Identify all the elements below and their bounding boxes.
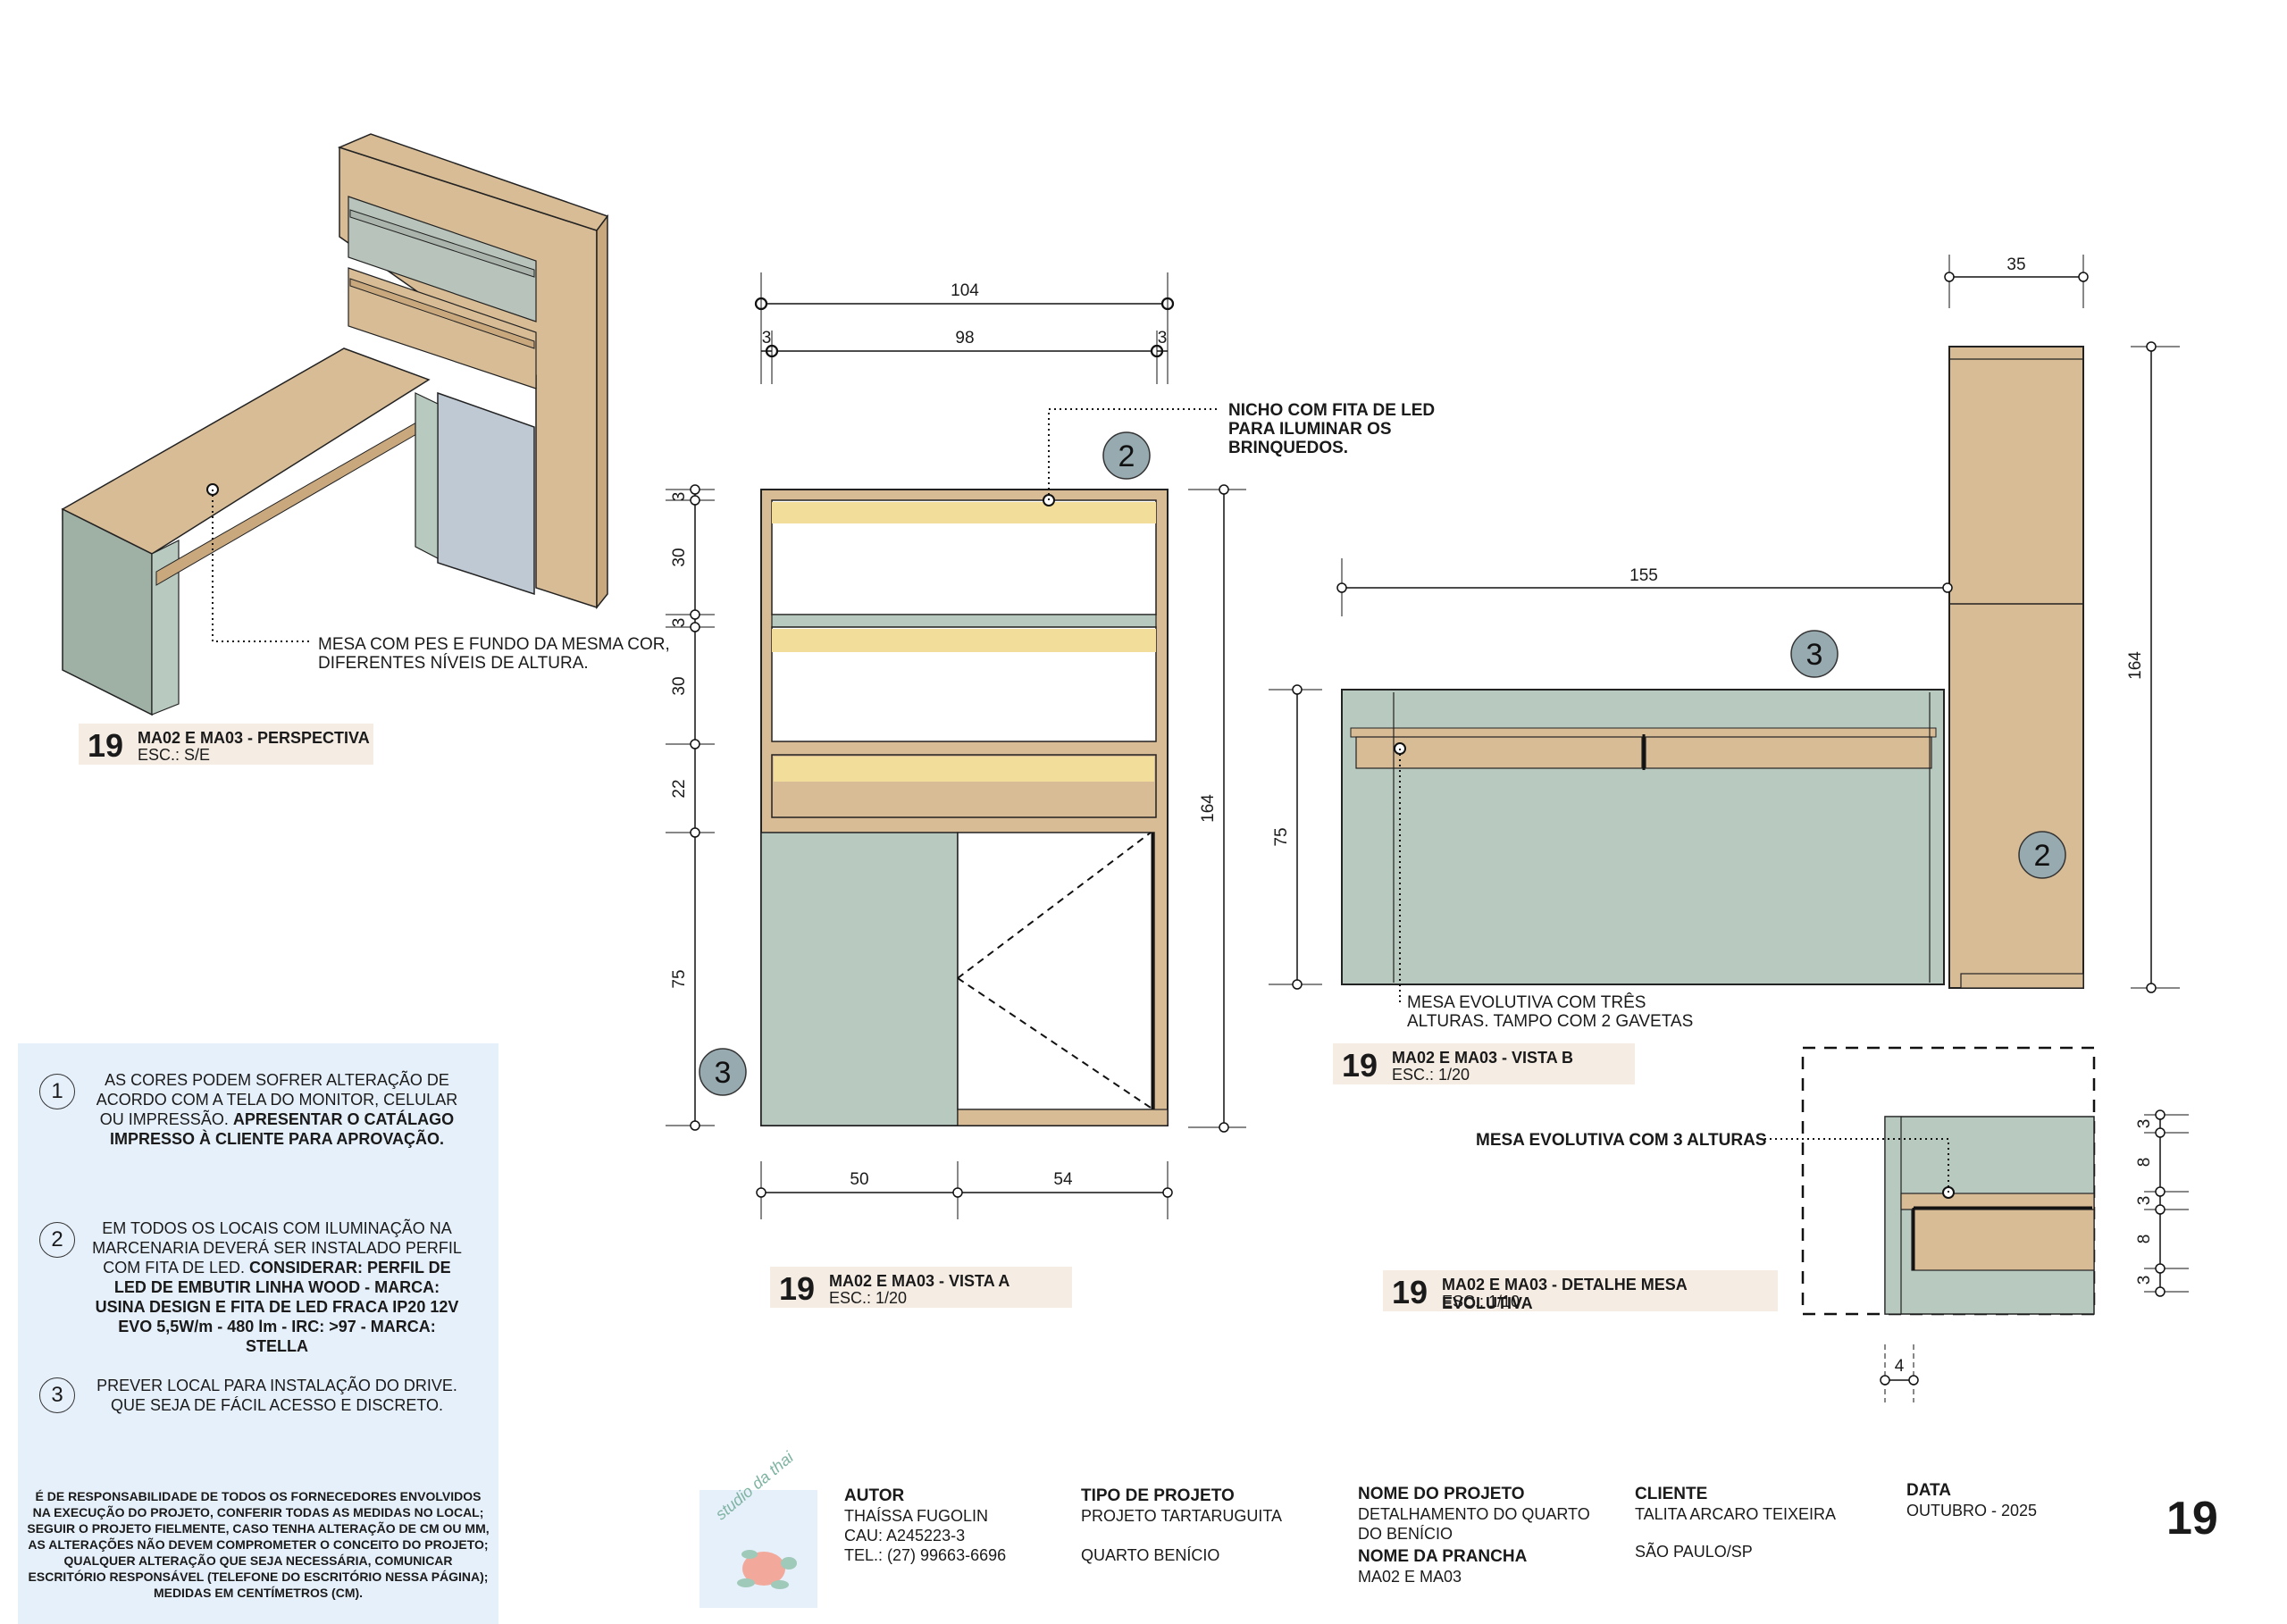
autor-label: AUTOR [844,1486,905,1505]
note-text-3: PREVER LOCAL PARA INSTALAÇÃO DO DRIVE. Q… [89,1376,465,1415]
title-block-data: DATA OUTUBRO - 2025 [1906,1481,2037,1520]
perspective-tag: 19 MA02 E MA03 - PERSPECTIVA ESC.: S/E [79,724,373,765]
vista-a-callout-3: 3 [715,1056,732,1090]
vista-a-dim-3-mid: 3 [670,618,689,628]
vista-b-dim-35: 35 [2006,255,2025,274]
cliente-name: TALITA ARCARO TEIXEIRA [1635,1505,1837,1523]
vista-b-dim-155: 155 [1629,566,1658,585]
detalhe-dim-4: 8 [2135,1235,2154,1244]
perspective-tag-scale: ESC.: S/E [138,746,211,764]
detalhe-tag: 19 MA02 E MA03 - DETALHE MESA EVOLUTIVA … [1383,1270,1778,1312]
vista-b-dim-164: 164 [2126,651,2145,680]
vista-a-dim-30-b: 30 [670,676,689,695]
vista-b: 155 35 164 75 MESA EVOLUTIVA COM TRÊS AL… [1269,255,2180,1031]
perspective-tag-title: MA02 E MA03 - PERSPECTIVA [138,729,370,747]
studio-logo: studio da thai [700,1448,817,1608]
vista-a-dim-75: 75 [670,969,689,988]
cliente-city: SÃO PAULO/SP [1635,1543,1753,1561]
responsibility-text: É DE RESPONSABILIDADE DE TODOS OS FORNEC… [27,1489,490,1600]
note-text-3-plain: PREVER LOCAL PARA INSTALAÇÃO DO DRIVE. Q… [96,1377,457,1414]
nome-label: NOME DO PROJETO [1358,1485,1525,1503]
note-number-1: 1 [39,1074,75,1109]
vista-a-tag-scale: ESC.: 1/20 [829,1289,908,1307]
vista-a-dim-22: 22 [670,779,689,798]
autor-cau: CAU: A245223-3 [844,1527,966,1544]
vista-a-dim-3-left: 3 [762,329,772,347]
vista-b-callout-3: 3 [1806,638,1823,672]
tipo-1: PROJETO TARTARUGUITA [1081,1507,1283,1525]
vista-b-note-line2: ALTURAS. TAMPO COM 2 GAVETAS [1407,1012,1693,1031]
note-number-3: 3 [39,1377,75,1413]
vista-b-tag-number: 19 [1342,1047,1378,1084]
vista-b-tag-scale: ESC.: 1/20 [1392,1066,1470,1084]
note-text-1-bold: APRESENTAR O CATÁLAGO IMPRESSO À CLIENTE… [109,1110,455,1148]
vista-a-dim-98: 98 [955,329,974,347]
vista-a-dim-30-a: 30 [670,548,689,566]
vista-a-tag-number: 19 [779,1270,816,1307]
title-block-cliente: CLIENTE TALITA ARCARO TEIXEIRA SÃO PAULO… [1635,1485,1836,1561]
data-value: OUTUBRO - 2025 [1906,1502,2038,1519]
notes-panel: 1 AS CORES PODEM SOFRER ALTERAÇÃO DE ACO… [18,1043,498,1624]
vista-b-tag-title: MA02 E MA03 - VISTA B [1392,1049,1574,1067]
detalhe-tag-scale: ESC.: 1/10 [1442,1293,1520,1310]
cliente-label: CLIENTE [1635,1485,1708,1503]
title-block-tipo: TIPO DE PROJETO PROJETO TARTARUGUITA QUA… [1081,1486,1282,1565]
vista-a-dim-50: 50 [850,1170,868,1189]
vista-b-note-line1: MESA EVOLUTIVA COM TRÊS [1407,992,1646,1012]
vista-b-tag: 19 MA02 E MA03 - VISTA B ESC.: 1/20 [1333,1043,1635,1084]
vista-a-callout-2: 2 [1118,439,1135,473]
vista-b-dim-75: 75 [1272,827,1291,846]
vista-a-dim-54: 54 [1053,1170,1073,1189]
vista-a-dim-3-top: 3 [670,492,689,502]
vista-b-callout-2: 2 [2034,839,2051,873]
detalhe-tag-number: 19 [1392,1274,1428,1310]
detalhe-dim-2: 8 [2135,1158,2154,1168]
autor-tel: TEL.: (27) 99663-6696 [844,1546,1007,1564]
vista-a-note-line2: PARA ILUMINAR OS [1228,420,1392,439]
vista-a-note-line3: BRINQUEDOS. [1228,439,1348,457]
perspective-view: MESA COM PES E FUNDO DA MESMA COR, DIFER… [61,133,670,716]
note-text-1: AS CORES PODEM SOFRER ALTERAÇÃO DE ACORD… [89,1070,465,1149]
note-text-1-plain: AS CORES PODEM SOFRER ALTERAÇÃO DE ACORD… [96,1071,458,1128]
perspective-note-line2: DIFERENTES NÍVEIS DE ALTURA. [318,654,589,673]
prancha-value: MA02 E MA03 [1358,1568,1462,1586]
turtle-logo-icon [737,1550,797,1589]
autor-name: THAÍSSA FUGOLIN [844,1507,989,1525]
vista-a: 104 98 3 3 3 30 3 30 22 75 164 [666,272,1435,1219]
tipo-label: TIPO DE PROJETO [1081,1486,1235,1505]
note-number-2: 2 [39,1222,75,1258]
detalhe-dim-bottom: 4 [1895,1357,1905,1376]
data-label: DATA [1906,1481,1951,1500]
detalhe-note: MESA EVOLUTIVA COM 3 ALTURAS [1476,1131,1766,1150]
vista-a-tag: 19 MA02 E MA03 - VISTA A ESC.: 1/20 [770,1267,1072,1308]
title-block-autor: AUTOR THAÍSSA FUGOLIN CAU: A245223-3 TEL… [844,1486,1006,1565]
title-block-nome: NOME DO PROJETO DETALHAMENTO DO QUARTO D… [1358,1485,1590,1586]
note-text-2-bold: CONSIDERAR: PERFIL DE LED DE EMBUTIR LIN… [95,1259,459,1355]
vista-a-tag-title: MA02 E MA03 - VISTA A [829,1272,1010,1290]
sheet-number: 19 [2166,1493,2218,1544]
note-text-2: EM TODOS OS LOCAIS COM ILUMINAÇÃO NA MAR… [89,1218,465,1356]
vista-a-dim-164: 164 [1199,794,1218,823]
detalhe-dim-3: 3 [2135,1196,2154,1206]
nome-2: DO BENÍCIO [1358,1525,1453,1543]
perspective-note-line1: MESA COM PES E FUNDO DA MESMA COR, [318,635,670,654]
vista-a-note-line1: NICHO COM FITA DE LED [1228,401,1435,420]
note-text-2-plain: EM TODOS OS LOCAIS COM ILUMINAÇÃO NA MAR… [92,1219,462,1277]
detalhe-dim-5: 3 [2135,1276,2154,1285]
detalhe-mesa: MESA EVOLUTIVA COM 3 ALTURAS 3 8 3 8 3 4 [1476,1046,2189,1402]
detalhe-dim-1: 3 [2135,1119,2154,1129]
nome-1: DETALHAMENTO DO QUARTO [1358,1505,1590,1523]
detalhe-tag-title: MA02 E MA03 - DETALHE MESA EVOLUTIVA [1442,1276,1688,1312]
tipo-2: QUARTO BENÍCIO [1081,1546,1220,1564]
vista-a-dim-3-right: 3 [1158,329,1168,347]
prancha-label: NOME DA PRANCHA [1358,1547,1528,1566]
vista-a-dim-104: 104 [951,281,979,300]
perspective-tag-number: 19 [88,727,124,764]
